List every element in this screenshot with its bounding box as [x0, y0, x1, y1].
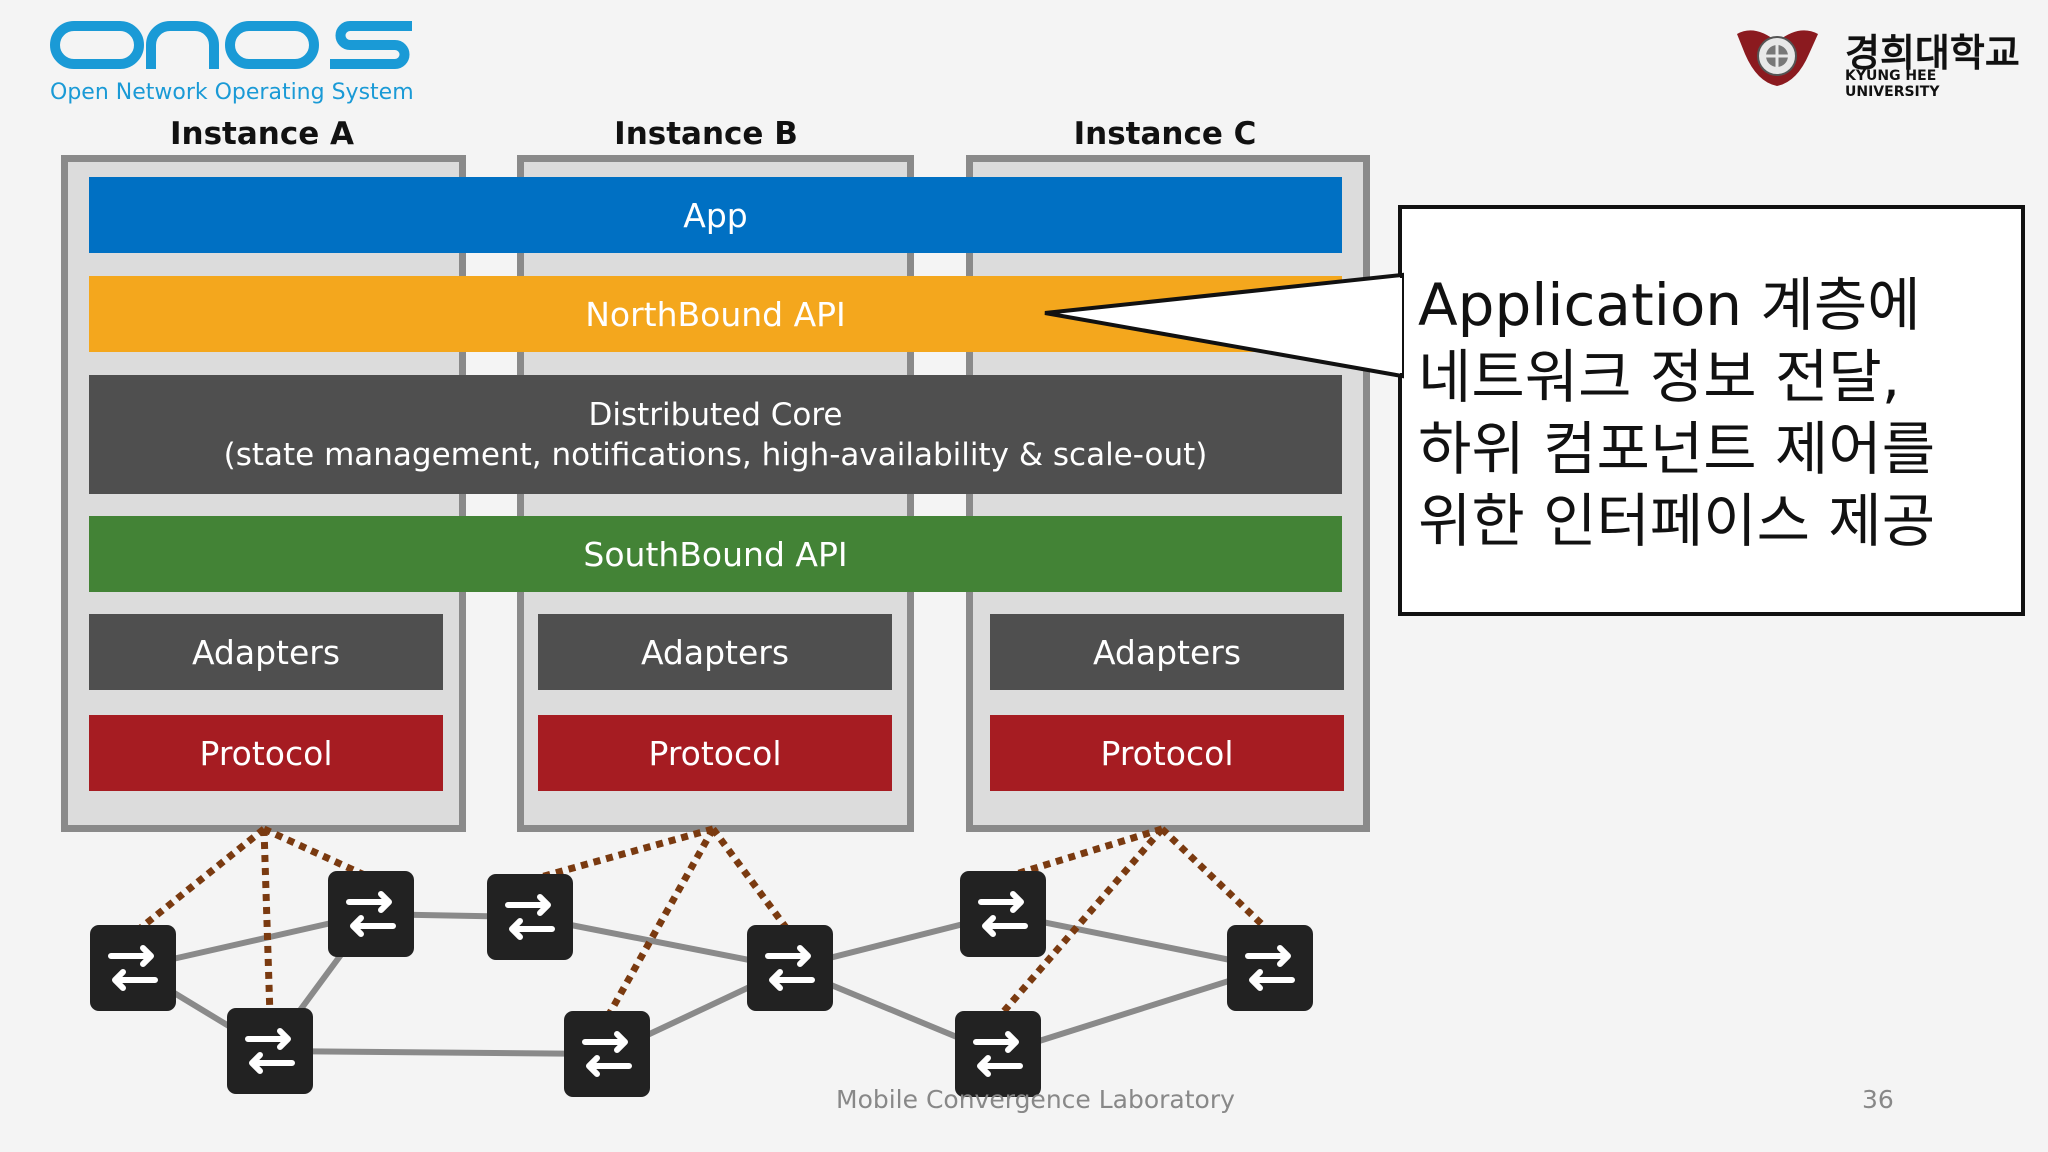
university-name-en: KYUNG HEE UNIVERSITY [1845, 68, 1940, 100]
university-name-kr: 경희대학교 [1845, 31, 2020, 75]
onos-logo: Open Network Operating System [50, 20, 420, 110]
callout-pointer [1044, 272, 1404, 379]
switch-icon [1227, 925, 1313, 1011]
protocol-c: Protocol [990, 715, 1344, 791]
switch-icon [328, 871, 414, 957]
university-logo: 경희대학교 KYUNG HEE UNIVERSITY [1735, 20, 2035, 100]
switch-icon [955, 1011, 1041, 1097]
core-title: Distributed Core [588, 396, 843, 433]
footer-lab: Mobile Convergence Laboratory [836, 1085, 1235, 1114]
adapters-a: Adapters [89, 614, 443, 690]
callout-box: Application 계층에 네트워크 정보 전달, 하위 컴포넌트 제어를 … [1398, 205, 2025, 616]
adapters-c: Adapters [990, 614, 1344, 690]
adapters-b: Adapters [538, 614, 892, 690]
switch-icon [487, 874, 573, 960]
instance-a-label: Instance A [169, 116, 355, 152]
page-number: 36 [1862, 1085, 1894, 1114]
switch-icon [747, 925, 833, 1011]
callout-line-3: 하위 컴포넌트 제어를 [1418, 415, 1936, 483]
switch-icon [564, 1011, 650, 1097]
distributed-core-layer: Distributed Core (state management, noti… [89, 375, 1342, 494]
switch-icon [227, 1008, 313, 1094]
callout-line-4: 위한 인터페이스 제공 [1418, 487, 1936, 555]
university-emblem-icon [1737, 30, 1818, 86]
instance-b-label: Instance B [614, 116, 798, 152]
app-layer: App [89, 177, 1342, 253]
instance-c-label: Instance C [1073, 116, 1257, 152]
onos-logo-icon [50, 21, 412, 69]
switch-icon [90, 925, 176, 1011]
protocol-b: Protocol [538, 715, 892, 791]
callout-line-1: Application 계층에 [1418, 271, 1921, 339]
logo-subtitle: Open Network Operating System [50, 80, 414, 105]
southbound-api-layer: SouthBound API [89, 516, 1342, 592]
switch-icon [960, 871, 1046, 957]
controller-links [130, 825, 1273, 1021]
protocol-a: Protocol [89, 715, 443, 791]
core-detail: (state management, notifications, high-a… [223, 436, 1208, 473]
callout-line-2: 네트워크 정보 전달, [1418, 343, 1901, 411]
